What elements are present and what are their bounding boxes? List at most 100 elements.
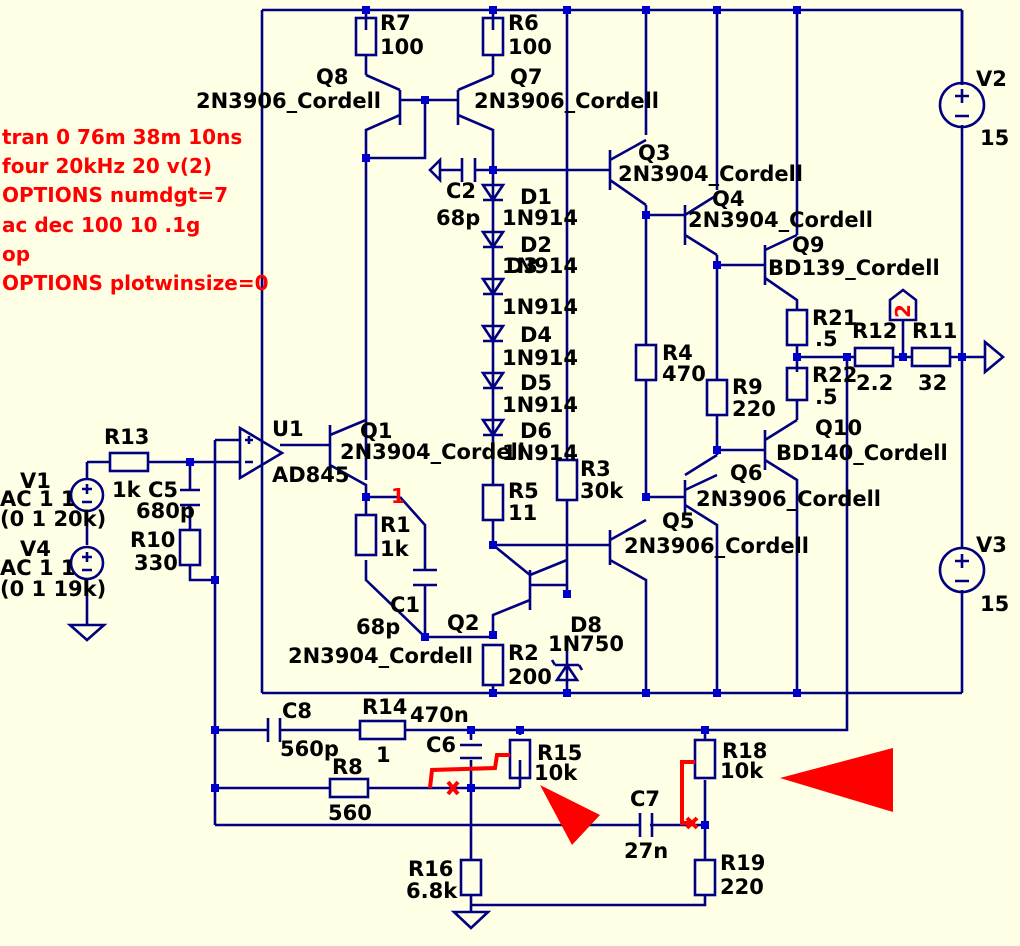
value-label: 1k	[112, 478, 142, 502]
value-label: 2N3904_Cordell	[688, 208, 873, 232]
value-label: 2N3904_Cordell	[288, 644, 473, 668]
value-label: 220	[720, 875, 764, 899]
value-label: 1k	[380, 537, 410, 561]
ref-label: R11	[912, 319, 957, 343]
r1-body	[354, 513, 378, 557]
ref-label: Q4	[712, 187, 744, 211]
ref-label: Q8	[316, 65, 348, 89]
ref-label: C1	[390, 593, 420, 617]
c8-plates	[266, 718, 282, 742]
r8-body	[328, 777, 370, 799]
ref-label: D5	[520, 371, 552, 395]
value-label: (0 1 20k)	[0, 507, 106, 531]
value-label: 1	[376, 743, 391, 767]
r12-body	[853, 346, 895, 368]
value-label: 1N914	[502, 393, 578, 417]
voltage-sources	[69, 81, 986, 594]
r11-body	[910, 346, 952, 368]
ref-label: Q2	[447, 611, 479, 635]
c6-plates	[460, 743, 482, 760]
ref-label: R12	[852, 319, 897, 343]
opamp-u1	[238, 425, 285, 481]
value-label: .5	[815, 385, 838, 409]
ref-label: R3	[580, 457, 611, 481]
value-label: 11	[508, 501, 537, 525]
value-label: 2N3904_Cordell	[340, 440, 525, 464]
value-label: 2.2	[856, 371, 893, 395]
ref-label: R9	[732, 375, 763, 399]
ref-label: Q3	[638, 141, 670, 165]
ref-label: Q6	[730, 461, 762, 485]
ref-label: R6	[508, 11, 539, 35]
value-label: 27n	[624, 839, 668, 863]
value-label: 15	[980, 126, 1009, 150]
value-label: BD140_Cordell	[776, 441, 948, 465]
ref-label: R14	[362, 695, 407, 719]
value-label: 560p	[280, 737, 339, 761]
r14-body	[358, 719, 407, 741]
r16-body	[459, 858, 483, 897]
ref-label: V1	[20, 469, 51, 493]
value-label: 32	[918, 371, 947, 395]
directive-line: op	[2, 242, 30, 266]
ref-label: R22	[812, 363, 857, 387]
c7-plates	[638, 813, 654, 837]
ref-label: R13	[104, 425, 149, 449]
ref-label: D1	[520, 185, 552, 209]
ref-label: R16	[408, 857, 453, 881]
r3-body	[555, 458, 579, 502]
value-label: 30k	[580, 479, 624, 503]
value-label: 68p	[356, 615, 400, 639]
value-label: 10k	[534, 761, 578, 785]
value-label: 470n	[410, 703, 469, 727]
r10-body	[178, 528, 202, 567]
r4-body	[634, 343, 658, 382]
value-label: 2N3906_Cordell	[474, 89, 659, 113]
value-label: 330	[134, 551, 178, 575]
value-label: 1N750	[548, 632, 624, 656]
component-labels: R7 100 R6 100 Q8 2N3906_Cordell Q7 2N390…	[0, 11, 1009, 903]
value-label: 470	[662, 362, 706, 386]
value-label: 1N914	[502, 441, 578, 465]
r6-body	[481, 16, 505, 57]
ref-label: R15	[537, 741, 582, 765]
c1-plates	[413, 568, 437, 587]
c2-plates	[460, 158, 477, 182]
directive-line: OPTIONS numdgt=7	[2, 183, 228, 207]
value-label: AD845	[272, 463, 350, 487]
ref-label: R4	[662, 341, 693, 365]
directive-line: tran 0 76m 38m 10ns	[2, 125, 242, 149]
value-label: 1N914	[502, 206, 578, 230]
value-label: 1N914	[502, 254, 578, 278]
r2-body	[481, 643, 505, 687]
directive-line: ac dec 100 10 .1g	[2, 213, 200, 237]
r13-body	[108, 451, 150, 473]
value-label: 1N914	[502, 295, 578, 319]
ref-label: R19	[720, 851, 765, 875]
r18-body	[693, 738, 717, 780]
ref-label: R1	[380, 513, 411, 537]
spice-directives: tran 0 76m 38m 10ns four 20kHz 20 v(2) O…	[2, 125, 269, 295]
ground-c2	[428, 156, 442, 184]
value-label: 2N3906_Cordell	[696, 487, 881, 511]
value-label: (0 1 19k)	[0, 577, 106, 601]
value-label: 6.8k	[406, 879, 458, 903]
net-labels: 1 2	[391, 304, 915, 508]
r5-body	[481, 483, 505, 522]
value-label: BD139_Cordell	[768, 256, 940, 280]
r9-body	[705, 378, 729, 417]
ref-label: Q7	[510, 65, 542, 89]
resistor-symbols	[108, 16, 952, 897]
ref-label: R10	[130, 528, 175, 552]
ref-label: U1	[272, 417, 304, 441]
ref-label: D3	[506, 254, 538, 278]
capacitor-symbols	[180, 156, 654, 837]
r21-body	[785, 308, 809, 347]
ground-symbols	[66, 288, 1006, 930]
ref-label: C5	[148, 478, 178, 502]
ref-label: C8	[282, 699, 312, 723]
ref-label: Q1	[360, 419, 392, 443]
ref-label: Q10	[815, 416, 862, 440]
net-label-1: 1	[391, 484, 405, 508]
